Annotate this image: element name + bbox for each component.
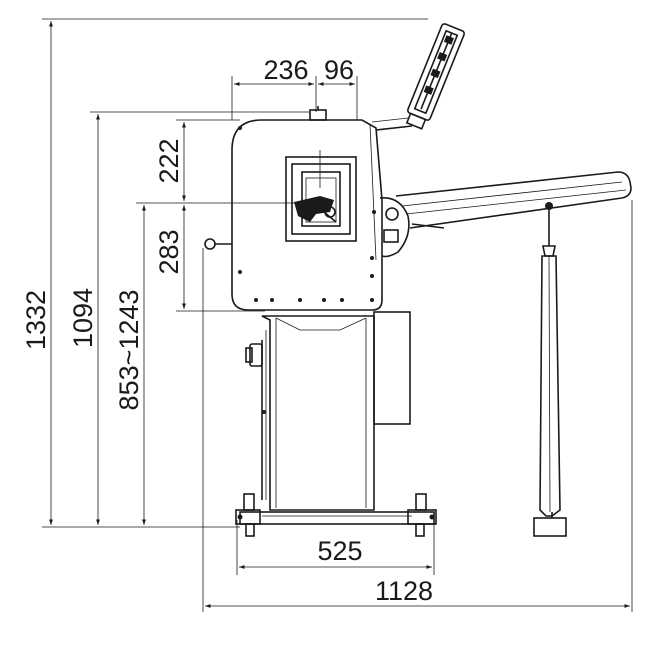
total-height-label: 1332 [21,290,51,350]
table-height-label: 1094 [68,288,98,348]
stand-column [245,311,411,511]
base-width-label: 525 [317,536,362,566]
total-width-label: 1128 [375,576,433,606]
adjustable-height-label: 853~1243 [114,290,144,411]
top-width-left-label: 236 [263,55,308,85]
dimension-lines [42,18,633,612]
pendant-control [371,23,466,131]
head-upper-label: 222 [154,138,184,183]
head-lower-label: 283 [154,229,184,274]
stand-base [235,493,437,537]
top-width-right-label: 96 [324,55,354,85]
support-arm [379,171,632,537]
dimension-labels: 1332 1094 853~1243 222 283 236 96 525 11… [21,55,433,606]
head-window [285,150,357,242]
machine-head [204,106,383,311]
